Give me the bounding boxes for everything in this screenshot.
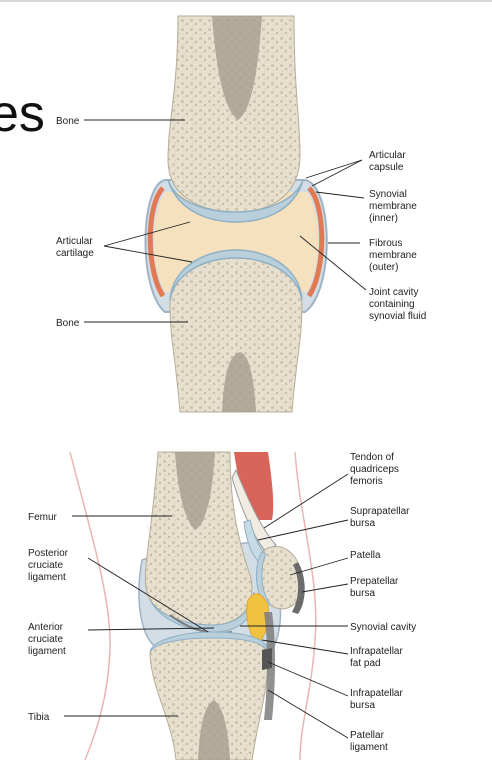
lower-articular-cartilage: [169, 249, 303, 301]
knee-joint-diagram: [69, 451, 317, 760]
upper-bone-marrow: [212, 16, 262, 120]
bottom-leader-lines: [64, 473, 349, 739]
slide-title-fragment: es: [0, 85, 45, 143]
slide-top-rule: [0, 0, 492, 2]
label-synovial-membrane: Synovial membrane (inner): [369, 189, 420, 224]
lower-bone-marrow: [222, 352, 256, 412]
label-patellar-ligament: Patellar ligament: [350, 730, 388, 753]
tibia-marrow: [198, 700, 230, 760]
upper-articular-cartilage: [167, 179, 304, 223]
label-prepatellar-bursa: Prepatellar bursa: [350, 576, 401, 599]
skin-outline-front: [294, 451, 317, 760]
skin-outline-back: [69, 451, 111, 760]
synovial-membrane-left: [147, 186, 166, 298]
label-bone-top: Bone: [56, 116, 80, 127]
bottom-labels: Femur Posterior cruciate ligament Anteri…: [28, 452, 416, 753]
label-patella: Patella: [350, 550, 381, 561]
infrapatellar-bursa-shape: [262, 648, 272, 670]
femur-articular-cartilage: [149, 591, 256, 633]
top-labels: Bone Articular cartilage Bone Articular …: [56, 116, 426, 329]
synovial-joint-diagram: [144, 15, 328, 413]
label-pcl: Posterior cruciate ligament: [28, 548, 71, 583]
label-bone-bottom: Bone: [56, 318, 80, 329]
label-joint-cavity: Joint cavity containing synovial fluid: [369, 287, 426, 322]
label-acl: Anterior cruciate ligament: [28, 622, 66, 657]
label-infrapatellar-bursa: Infrapatellar bursa: [350, 688, 406, 711]
label-articular-capsule: Articular capsule: [369, 150, 408, 173]
prepatellar-bursa-shape: [292, 562, 305, 614]
label-synovial-cavity: Synovial cavity: [350, 622, 416, 633]
label-infrapatellar-fat-pad: Infrapatellar fat pad: [350, 646, 406, 669]
synovial-membrane-right: [306, 186, 325, 298]
femur-marrow: [175, 452, 215, 530]
label-articular-cartilage: Articular cartilage: [56, 236, 95, 259]
label-quadriceps-tendon: Tendon of quadriceps femoris: [350, 452, 402, 487]
label-femur: Femur: [28, 512, 58, 523]
label-tibia: Tibia: [28, 712, 50, 723]
label-suprapatellar-bursa: Suprapatellar bursa: [350, 506, 412, 529]
patella-cartilage: [256, 551, 271, 607]
label-fibrous-membrane: Fibrous membrane (outer): [369, 238, 420, 273]
quadriceps-muscle: [234, 452, 274, 520]
top-leader-lines: [84, 119, 367, 323]
